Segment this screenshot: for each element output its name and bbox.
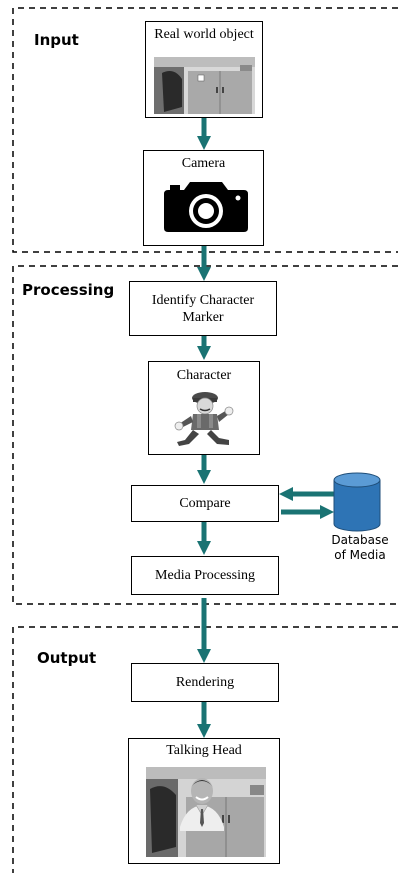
office-photo [154,57,255,114]
character-label: Character [176,368,232,383]
output-section-label: Output [37,649,97,667]
processing-section-label: Processing [22,281,115,299]
arrowhead-character-to-compare [197,470,211,484]
real-world-object-label: Real world object [154,27,254,42]
arrowhead-rendering-to-head [197,724,211,738]
camera-icon [164,182,248,232]
compare-label: Compare [179,496,231,511]
database-icon [333,472,381,532]
arrowhead-compare-to-database [320,505,334,519]
rendering-node: Rendering [131,663,279,702]
compare-node: Compare [131,485,279,522]
character-figure-icon [174,392,234,446]
rendering-label: Rendering [175,675,235,690]
arrowhead-object-to-camera [197,136,211,150]
database-label: Database of Media [331,533,389,562]
identify-character-marker-label: Identify Character Marker [151,292,255,325]
talking-head-photo [146,767,266,857]
arrowhead-camera-to-identify [197,267,211,281]
arrowhead-compare-to-media [197,541,211,555]
camera-label: Camera [181,156,226,171]
arrowhead-media-to-rendering [197,649,211,663]
real-world-object-node: Real world object [145,21,263,118]
character-node: Character [148,361,260,455]
talking-head-node: Talking Head [128,738,280,864]
camera-node: Camera [143,150,264,246]
media-processing-node: Media Processing [131,556,279,595]
identify-character-marker-node: Identify Character Marker [129,281,277,336]
input-section-label: Input [34,31,79,49]
media-processing-label: Media Processing [155,568,255,583]
arrowhead-identify-to-character [197,346,211,360]
arrowhead-database-to-compare [279,487,293,501]
output-section-border [12,626,398,873]
talking-head-label: Talking Head [166,743,242,758]
input-section-border [12,7,398,253]
